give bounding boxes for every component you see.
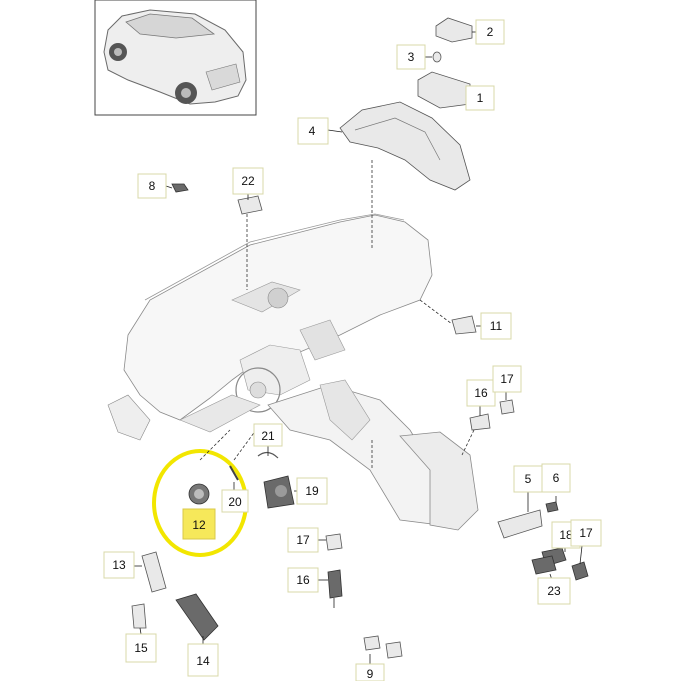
callout-label-16b: 16 — [296, 573, 310, 587]
callout-9[interactable]: 9 — [355, 663, 385, 681]
dashboard-assembly — [107, 213, 479, 531]
socket-part-18 — [531, 547, 567, 575]
trim-part-5 — [497, 509, 543, 539]
callout-label-3: 3 — [408, 50, 415, 64]
callout-19[interactable]: 19 — [296, 477, 328, 505]
callout-label-2: 2 — [487, 25, 494, 39]
callout-1[interactable]: 1 — [465, 85, 495, 111]
callout-label-14: 14 — [196, 654, 210, 668]
callout-8[interactable]: 8 — [137, 173, 167, 199]
callout-label-4: 4 — [309, 124, 316, 138]
switch-panel-part-1 — [417, 71, 471, 109]
callout-2[interactable]: 2 — [475, 19, 505, 45]
callout-3[interactable]: 3 — [396, 44, 426, 70]
callout-15[interactable]: 15 — [125, 633, 157, 663]
screw-part-6 — [545, 501, 559, 513]
switch-panel-part-13 — [141, 551, 167, 593]
callout-5[interactable]: 5 — [513, 465, 543, 493]
callout-label-12: 12 — [192, 518, 206, 532]
callout-label-17c: 17 — [579, 526, 593, 540]
switch-part-16a — [469, 413, 491, 431]
cover-part-15 — [131, 603, 147, 629]
callout-16b[interactable]: 16 — [287, 567, 319, 593]
callout-label-1: 1 — [477, 91, 484, 105]
callout-label-17a: 17 — [500, 372, 514, 386]
callout-12[interactable]: 12 — [182, 508, 216, 540]
clip-part-8 — [171, 183, 189, 193]
switch-part-19 — [263, 475, 295, 509]
switch-part-11 — [451, 315, 477, 335]
callout-17b[interactable]: 17 — [287, 527, 319, 553]
callout-label-18: 18 — [559, 528, 573, 542]
callout-label-6: 6 — [553, 471, 560, 485]
callout-17a[interactable]: 17 — [492, 365, 522, 393]
center-console-trim — [339, 101, 471, 191]
callout-label-17b: 17 — [296, 533, 310, 547]
callout-16a[interactable]: 16 — [466, 379, 496, 407]
callout-11[interactable]: 11 — [480, 312, 512, 340]
callout-21[interactable]: 21 — [253, 423, 283, 447]
callout-label-20: 20 — [228, 495, 242, 509]
callout-label-13: 13 — [112, 558, 126, 572]
switch-part-17b — [325, 533, 343, 551]
vehicle-thumbnail — [94, 0, 257, 116]
callout-6[interactable]: 6 — [541, 463, 571, 493]
switch-part-17c — [571, 561, 589, 581]
sensor-part-22 — [237, 195, 263, 215]
screw-part-3 — [432, 51, 442, 63]
callout-17c[interactable]: 17 — [570, 519, 602, 547]
callout-22[interactable]: 22 — [232, 167, 264, 195]
callout-label-22: 22 — [241, 174, 255, 188]
callout-label-5: 5 — [525, 472, 532, 486]
callout-label-16a: 16 — [474, 386, 488, 400]
window-switch-part-14 — [175, 593, 219, 641]
cable-part-20 — [229, 465, 239, 481]
callout-label-19: 19 — [305, 484, 319, 498]
callout-23[interactable]: 23 — [537, 577, 571, 605]
callout-label-11: 11 — [490, 319, 503, 333]
switch-part-16b — [327, 569, 343, 599]
callout-14[interactable]: 14 — [187, 643, 219, 677]
callout-20[interactable]: 20 — [221, 489, 249, 513]
bracket-part-2 — [435, 17, 473, 43]
callout-label-9: 9 — [367, 667, 374, 681]
callout-label-23: 23 — [547, 584, 561, 598]
callout-13[interactable]: 13 — [103, 551, 135, 579]
switch-part-17a — [499, 399, 515, 415]
callout-label-8: 8 — [149, 179, 156, 193]
switch-part-9 — [363, 635, 403, 659]
callout-4[interactable]: 4 — [297, 117, 329, 145]
knob-part-12 — [188, 483, 210, 505]
callout-label-21: 21 — [261, 429, 275, 443]
callout-label-15: 15 — [134, 641, 148, 655]
